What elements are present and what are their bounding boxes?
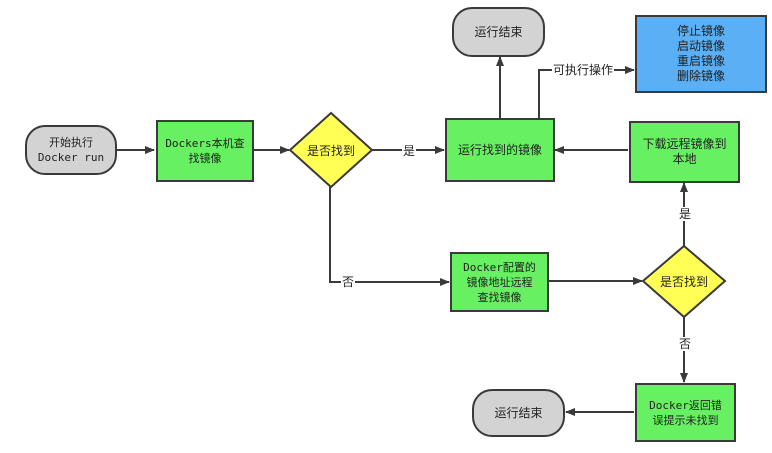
run-image-label: 运行找到的镜像 bbox=[457, 142, 542, 157]
error-label: Docker返回错 误提示未找到 bbox=[649, 398, 722, 427]
run-image-box: 运行找到的镜像 bbox=[445, 118, 555, 182]
decision-local-label: 是否找到 bbox=[306, 143, 355, 158]
end-bottom-terminal: 运行结束 bbox=[472, 389, 565, 437]
download-box: 下载远程镜像到 本地 bbox=[629, 121, 740, 183]
start-terminal: 开始执行 Docker run bbox=[25, 125, 117, 175]
start-terminal-label: 开始执行 Docker run bbox=[37, 136, 105, 164]
remote-search-label: Docker配置的 镜像地址远程 查找镜像 bbox=[463, 260, 536, 304]
end-bottom-label: 运行结束 bbox=[494, 405, 543, 420]
error-box: Docker返回错 误提示未找到 bbox=[635, 383, 736, 442]
edge-label-no-remote: 否 bbox=[678, 337, 693, 351]
edge-label-executable-ops: 可执行操作 bbox=[552, 63, 615, 77]
decision-remote-label: 是否找到 bbox=[659, 274, 708, 289]
decision-remote-shape bbox=[641, 244, 727, 319]
download-label: 下载远程镜像到 本地 bbox=[642, 137, 727, 166]
operations-label: 停止镜像 启动镜像 重启镜像 删除镜像 bbox=[676, 24, 725, 83]
decision-local: 是否找到 bbox=[290, 138, 372, 162]
end-top-label: 运行结束 bbox=[474, 24, 523, 39]
decision-local-shape bbox=[288, 111, 374, 189]
decision-remote: 是否找到 bbox=[643, 269, 725, 293]
local-search-box: Dockers本机查 找镜像 bbox=[156, 120, 254, 182]
edge-run-to-operations bbox=[538, 66, 635, 118]
edge-label-yes-remote: 是 bbox=[678, 207, 693, 221]
end-top-terminal: 运行结束 bbox=[452, 7, 545, 57]
operations-box: 停止镜像 启动镜像 重启镜像 删除镜像 bbox=[635, 15, 767, 93]
remote-search-box: Docker配置的 镜像地址远程 查找镜像 bbox=[450, 252, 549, 312]
local-search-label: Dockers本机查 找镜像 bbox=[165, 137, 245, 165]
edge-label-yes-local: 是 bbox=[402, 144, 417, 158]
edge-decision-no-to-remote bbox=[329, 187, 450, 286]
edge-label-no-local: 否 bbox=[341, 275, 356, 289]
